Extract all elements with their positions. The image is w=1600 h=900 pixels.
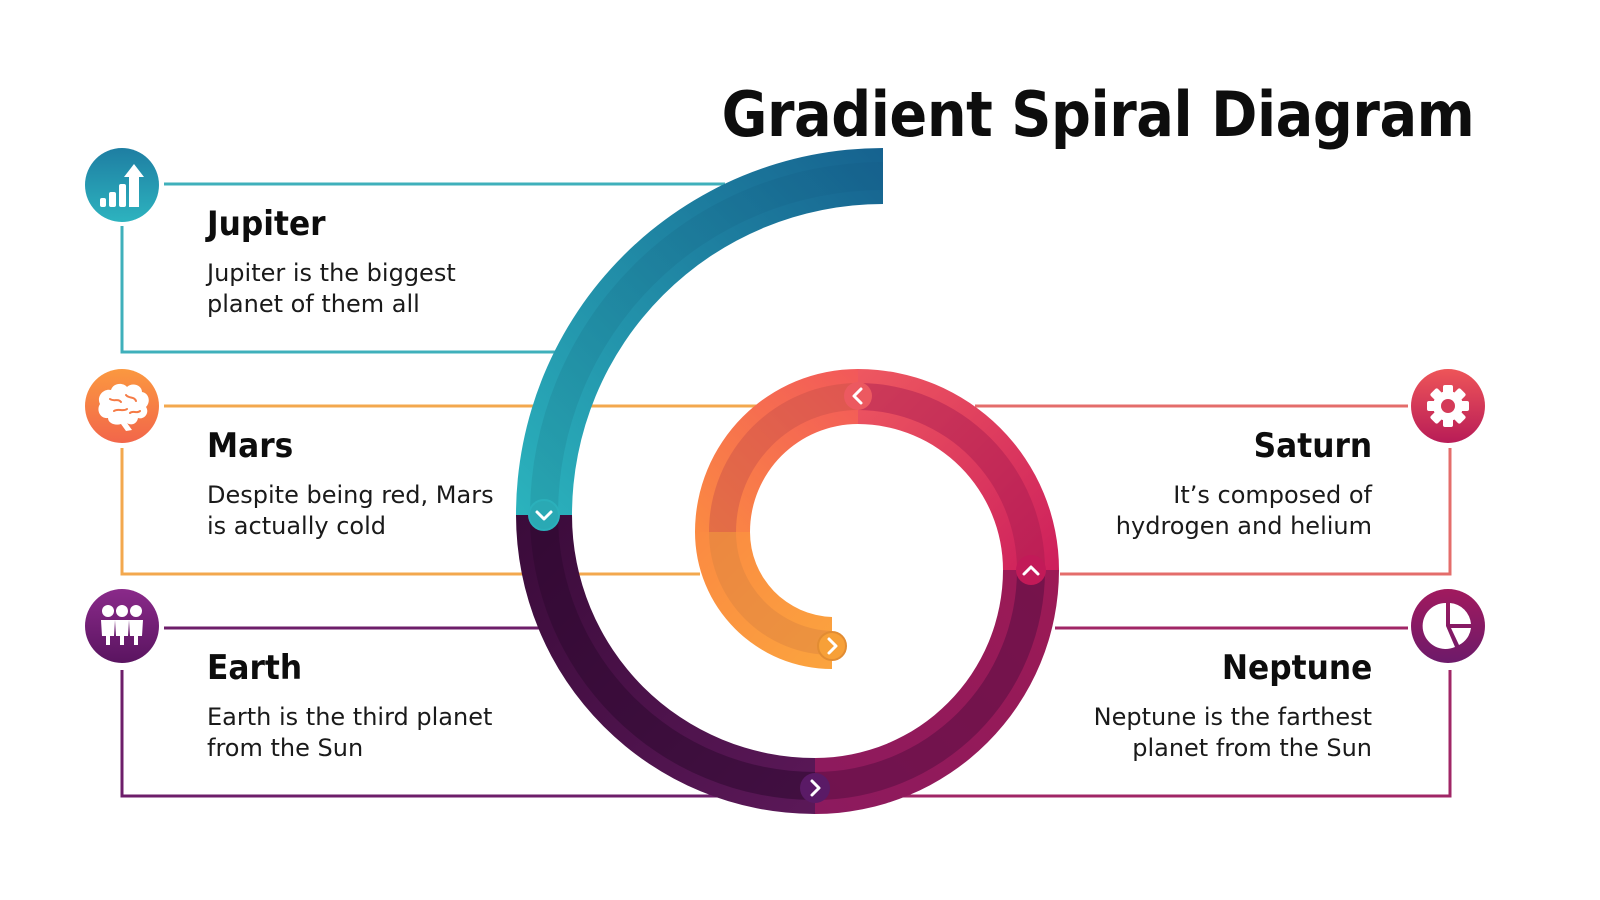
spiral-segment-red — [858, 369, 1059, 570]
team-icon — [85, 589, 159, 663]
marker-chevron-left[interactable] — [844, 382, 872, 410]
card-frame-jupiter — [120, 182, 725, 354]
spiral-segment-purple — [516, 515, 815, 814]
page-title: Gradient Spiral Diagram — [721, 78, 1474, 151]
card-frame-mars — [120, 404, 760, 576]
marker-chevron-down[interactable] — [528, 499, 560, 531]
marker-chevron-right-end[interactable] — [817, 631, 847, 661]
card-frame-earth — [120, 626, 815, 798]
card-frame-saturn — [975, 404, 1452, 576]
card-frame-neptune — [815, 626, 1452, 798]
card-title: Mars — [207, 426, 294, 466]
pie-chart-icon — [1411, 589, 1485, 663]
chart-growth-icon — [85, 148, 159, 222]
spiral-segment-magenta — [815, 570, 1059, 814]
brain-icon — [85, 369, 159, 443]
card-title: Jupiter — [207, 204, 326, 244]
card-title: Earth — [207, 648, 303, 688]
gear-icon — [1411, 369, 1485, 443]
marker-chevron-right-bottom[interactable] — [800, 773, 830, 803]
card-title: Neptune — [1221, 648, 1372, 688]
card-title: Saturn — [1253, 426, 1372, 466]
spiral-segment-orange — [695, 532, 832, 669]
spiral-segment-coral — [695, 369, 858, 532]
spiral-segment-teal — [516, 148, 883, 515]
marker-chevron-up[interactable] — [1016, 555, 1046, 585]
